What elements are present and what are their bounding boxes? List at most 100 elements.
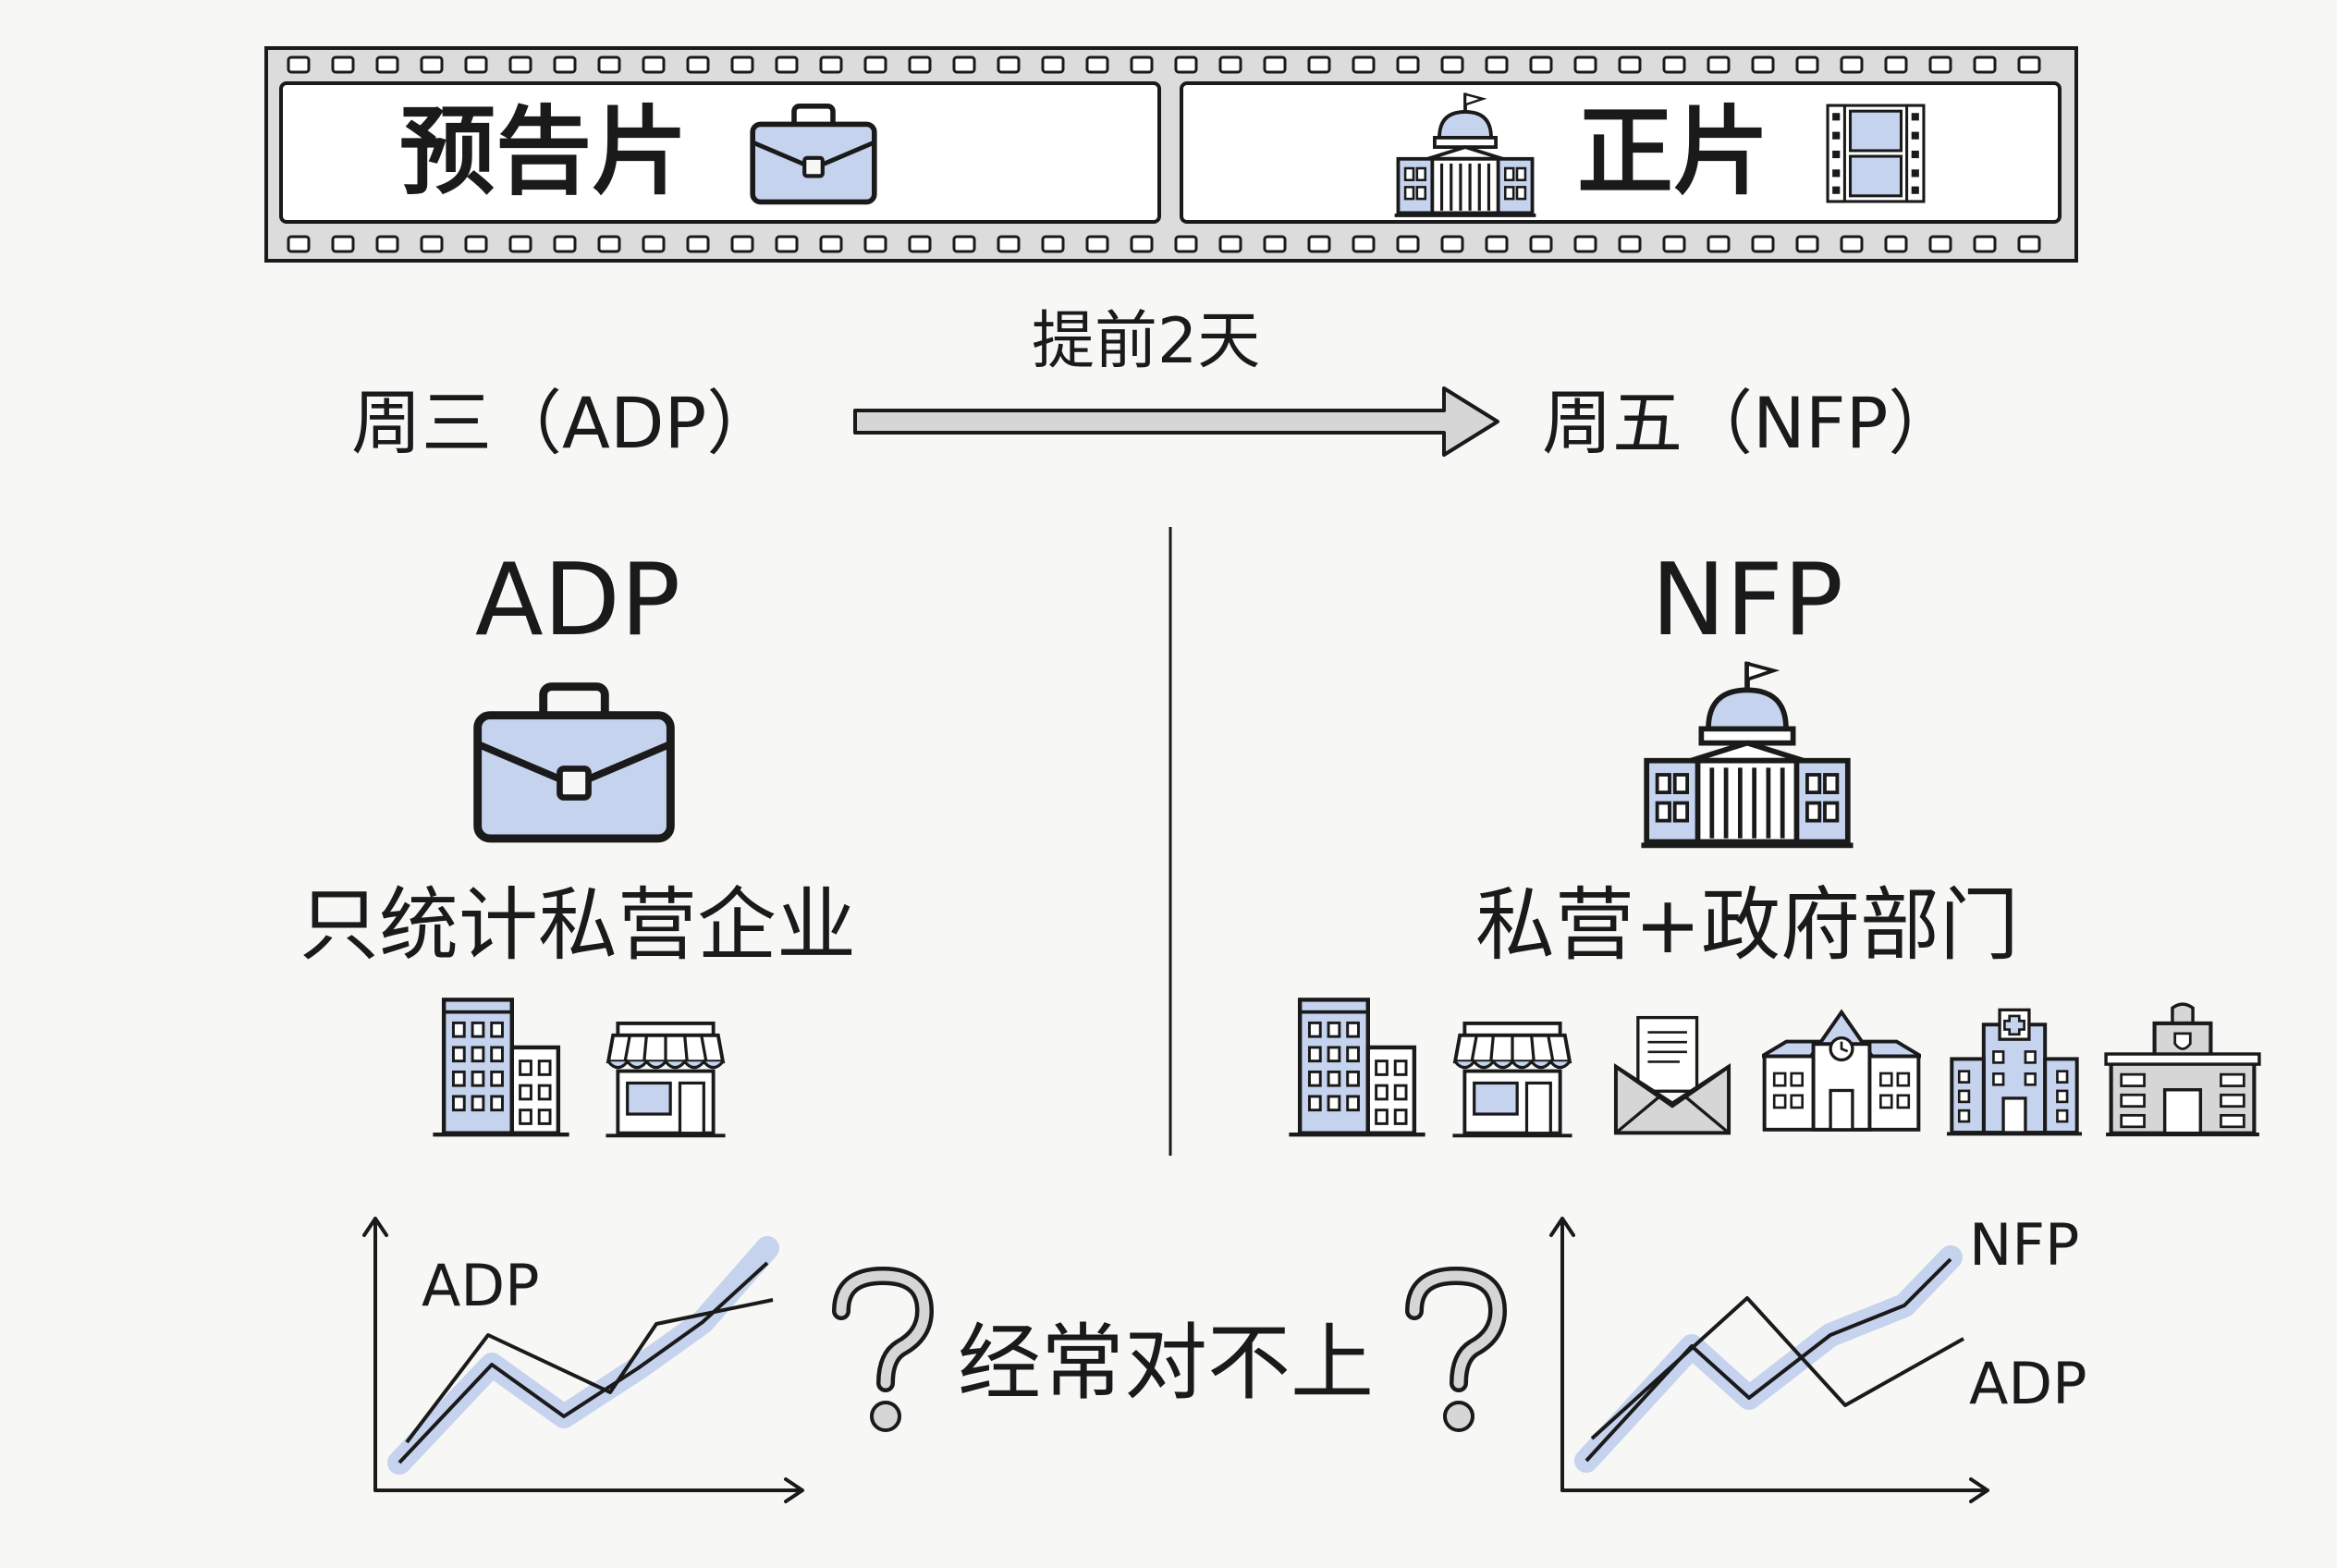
sprocket-hole [1529, 235, 1553, 253]
sprocket-hole [553, 55, 577, 74]
sprocket-hole [1840, 235, 1864, 253]
left-mini-chart [362, 1217, 804, 1503]
sprocket-hole [642, 55, 666, 74]
sprocket-hole [1440, 55, 1464, 74]
sprocket-hole [1618, 55, 1642, 74]
sprocket-hole [952, 235, 976, 253]
sprocket-hole [1485, 235, 1509, 253]
school-icon [1762, 1012, 1921, 1130]
sprocket-hole [819, 55, 843, 74]
sprocket-hole [375, 55, 399, 74]
sprocket-hole [420, 55, 444, 74]
sprocket-hole [952, 55, 976, 74]
right-chart-highlight-line [1574, 1245, 1963, 1473]
sprocket-hole [464, 235, 488, 253]
sprocket-hole [1041, 235, 1065, 253]
nfp-description: 私营+政府部门 [1474, 879, 2020, 972]
sprocket-hole [1352, 235, 1376, 253]
sprocket-hole [1396, 235, 1420, 253]
office-building-icon [433, 999, 569, 1134]
sprocket-hole [1707, 55, 1731, 74]
sprocket-hole [1928, 235, 1952, 253]
left-chart-label-adp: ADP [422, 1252, 540, 1319]
adp-title: ADP [474, 543, 681, 658]
filmstrip-sprockets-top [287, 55, 2041, 74]
sprocket-hole [508, 235, 532, 253]
sprocket-hole [1263, 55, 1287, 74]
sprocket-hole [642, 235, 666, 253]
sprocket-hole [1174, 235, 1198, 253]
left-chart-line-b [405, 1298, 774, 1444]
sprocket-hole [1928, 55, 1952, 74]
sprocket-hole [508, 55, 532, 74]
right-chart-line-nfp [1585, 1257, 1952, 1463]
arrow-label: 提前2天 [1032, 305, 1261, 378]
sprocket-hole [1396, 55, 1420, 74]
timeline-day-friday: 周五（NFP） [1542, 382, 1959, 464]
sprocket-hole [420, 235, 444, 253]
sprocket-hole [1263, 235, 1287, 253]
sprocket-hole [1440, 235, 1464, 253]
filmstrip-label-trailer: 预告片 [399, 95, 689, 208]
office-building-icon [1289, 999, 1425, 1134]
sprocket-hole [908, 55, 932, 74]
storefront-icon [606, 1023, 725, 1135]
sprocket-hole [287, 235, 311, 253]
sprocket-hole [1041, 55, 1065, 74]
sprocket-hole [2017, 55, 2041, 74]
sprocket-hole [375, 235, 399, 253]
sprocket-hole [686, 235, 710, 253]
sprocket-hole [730, 55, 754, 74]
sprocket-hole [1573, 55, 1597, 74]
sprocket-hole [1307, 235, 1331, 253]
sprocket-hole [1840, 55, 1864, 74]
sprocket-hole [1751, 55, 1775, 74]
nfp-title: NFP [1650, 543, 1844, 658]
police-station-icon [2106, 1004, 2259, 1134]
sprocket-hole [908, 235, 932, 253]
right-chart-label-adp: ADP [1969, 1350, 2087, 1417]
filmstrip-frame-left [279, 81, 1161, 224]
timeline-arrow [853, 386, 1499, 457]
sprocket-hole [863, 235, 887, 253]
question-mark-icon [832, 1266, 935, 1432]
sprocket-hole [597, 235, 621, 253]
sprocket-hole [1707, 235, 1731, 253]
filmstrip-label-feature: 正片 [1577, 95, 1770, 208]
sprocket-hole [1884, 55, 1908, 74]
sprocket-hole [1130, 235, 1154, 253]
sprocket-hole [1085, 235, 1109, 253]
sprocket-hole [464, 55, 488, 74]
sprocket-hole [1529, 55, 1553, 74]
sprocket-hole [1662, 235, 1686, 253]
sprocket-hole [1795, 55, 1819, 74]
sprocket-hole [597, 55, 621, 74]
sprocket-hole [331, 235, 355, 253]
sprocket-hole [1884, 235, 1908, 253]
adp-description: 只统计私营企业 [300, 879, 856, 972]
hospital-icon [1947, 1010, 2082, 1133]
sprocket-hole [1973, 55, 1997, 74]
sprocket-hole [1130, 55, 1154, 74]
mail-envelope-icon [1616, 1018, 1729, 1133]
sprocket-hole [730, 235, 754, 253]
sprocket-hole [1485, 55, 1509, 74]
sprocket-hole [819, 235, 843, 253]
sprocket-hole [1573, 235, 1597, 253]
briefcase-icon [478, 687, 671, 839]
filmstrip-sprockets-bottom [287, 235, 2041, 253]
sprocket-hole [1174, 55, 1198, 74]
sprocket-hole [1085, 55, 1109, 74]
sprocket-hole [1662, 55, 1686, 74]
sprocket-hole [2017, 235, 2041, 253]
timeline-day-wednesday: 周三（ADP） [351, 382, 777, 464]
sprocket-hole [997, 235, 1021, 253]
right-chart-line-adp [1590, 1296, 1964, 1440]
sprocket-hole [997, 55, 1021, 74]
storefront-icon [1452, 1023, 1572, 1135]
sprocket-hole [1218, 55, 1242, 74]
sprocket-hole [331, 55, 355, 74]
sprocket-hole [775, 55, 799, 74]
sprocket-hole [1973, 235, 1997, 253]
